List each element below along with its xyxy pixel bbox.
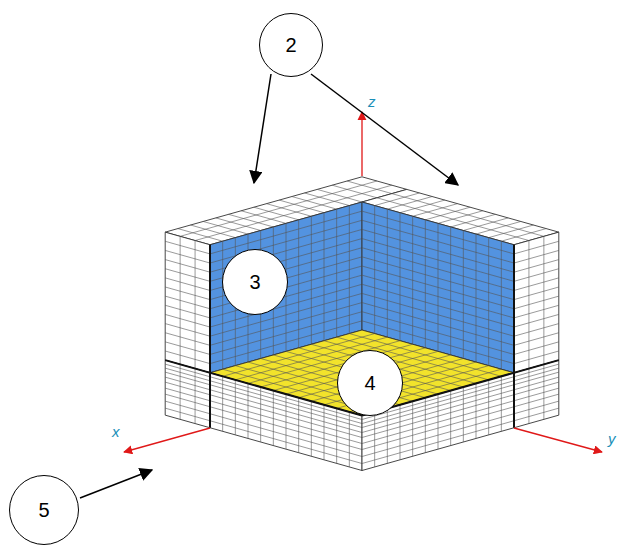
mesh-line bbox=[362, 293, 514, 336]
callout-number: 2 bbox=[285, 35, 296, 55]
mesh-line bbox=[514, 260, 559, 273]
mesh-line bbox=[362, 257, 514, 300]
mesh-line bbox=[514, 333, 559, 346]
callout-number: 5 bbox=[38, 500, 49, 520]
mesh-line bbox=[463, 218, 508, 231]
callout-circle: 3 bbox=[222, 249, 288, 315]
mesh-edge bbox=[513, 245, 515, 428]
mesh-line bbox=[514, 287, 559, 300]
mesh-line bbox=[165, 314, 210, 327]
mesh-face bbox=[165, 360, 362, 470]
callout-circle: 5 bbox=[9, 475, 79, 545]
mesh-line bbox=[362, 266, 514, 309]
mesh-line bbox=[165, 368, 362, 423]
mesh-line bbox=[375, 193, 420, 206]
mesh-line bbox=[514, 314, 559, 327]
mesh-line bbox=[165, 408, 362, 463]
cutaway-mesh bbox=[165, 177, 559, 471]
callout-circle: 2 bbox=[259, 13, 323, 77]
axis-label: z bbox=[366, 94, 378, 109]
mesh-line bbox=[165, 250, 210, 263]
mesh-line bbox=[165, 401, 362, 456]
mesh-line bbox=[165, 305, 210, 318]
mesh-edge bbox=[165, 360, 362, 415]
mesh-edge bbox=[209, 245, 211, 428]
mesh-line bbox=[165, 333, 210, 346]
mesh-line bbox=[425, 207, 470, 220]
mesh-line bbox=[165, 296, 210, 309]
mesh-line bbox=[165, 269, 210, 282]
mesh-line bbox=[362, 220, 514, 263]
mesh-line bbox=[514, 342, 559, 355]
callout-number: 3 bbox=[249, 272, 260, 292]
mesh-face bbox=[514, 232, 559, 373]
leader-arrow bbox=[311, 74, 458, 185]
mesh-line bbox=[514, 324, 559, 337]
mesh-line bbox=[400, 200, 445, 213]
mesh-line bbox=[165, 364, 362, 419]
mesh-line bbox=[451, 214, 496, 227]
mesh-line bbox=[362, 275, 514, 318]
mesh-line bbox=[165, 394, 362, 449]
mesh-line bbox=[362, 401, 559, 456]
mesh-line bbox=[438, 211, 483, 224]
mesh-line bbox=[514, 278, 559, 291]
mesh-line bbox=[514, 296, 559, 309]
mesh-line bbox=[413, 204, 458, 217]
callout-number: 4 bbox=[364, 373, 375, 393]
mesh-line bbox=[514, 250, 559, 263]
mesh-line bbox=[514, 305, 559, 318]
mesh-line bbox=[362, 229, 514, 272]
y-axis bbox=[514, 428, 602, 452]
mesh-line bbox=[387, 197, 432, 210]
axis-label: x bbox=[110, 424, 122, 439]
mesh-face bbox=[165, 232, 210, 373]
mesh-line bbox=[165, 382, 362, 437]
mesh-line bbox=[165, 377, 362, 432]
mesh-line bbox=[165, 372, 362, 427]
mesh-line bbox=[362, 284, 514, 327]
leader-arrow bbox=[254, 74, 271, 183]
mesh-line bbox=[362, 408, 559, 463]
mesh-line bbox=[514, 269, 559, 282]
mesh-line bbox=[489, 225, 534, 238]
x-axis bbox=[124, 428, 210, 452]
callout-circle: 4 bbox=[337, 350, 403, 416]
mesh-line bbox=[165, 388, 362, 443]
mesh-line bbox=[165, 278, 210, 291]
axis-label: y bbox=[606, 431, 618, 446]
mesh-line bbox=[165, 342, 210, 355]
z-axis bbox=[361, 112, 362, 176]
mesh-line bbox=[165, 287, 210, 300]
mesh-line bbox=[210, 211, 362, 254]
mesh-line bbox=[362, 211, 514, 254]
leader-arrow bbox=[80, 470, 152, 498]
mesh-line bbox=[165, 241, 210, 254]
mesh-line bbox=[514, 241, 559, 254]
mesh-line bbox=[362, 239, 514, 282]
mesh-line bbox=[165, 260, 210, 273]
mesh-line bbox=[362, 248, 514, 291]
mesh-line bbox=[476, 221, 521, 234]
mesh-line bbox=[165, 324, 210, 337]
